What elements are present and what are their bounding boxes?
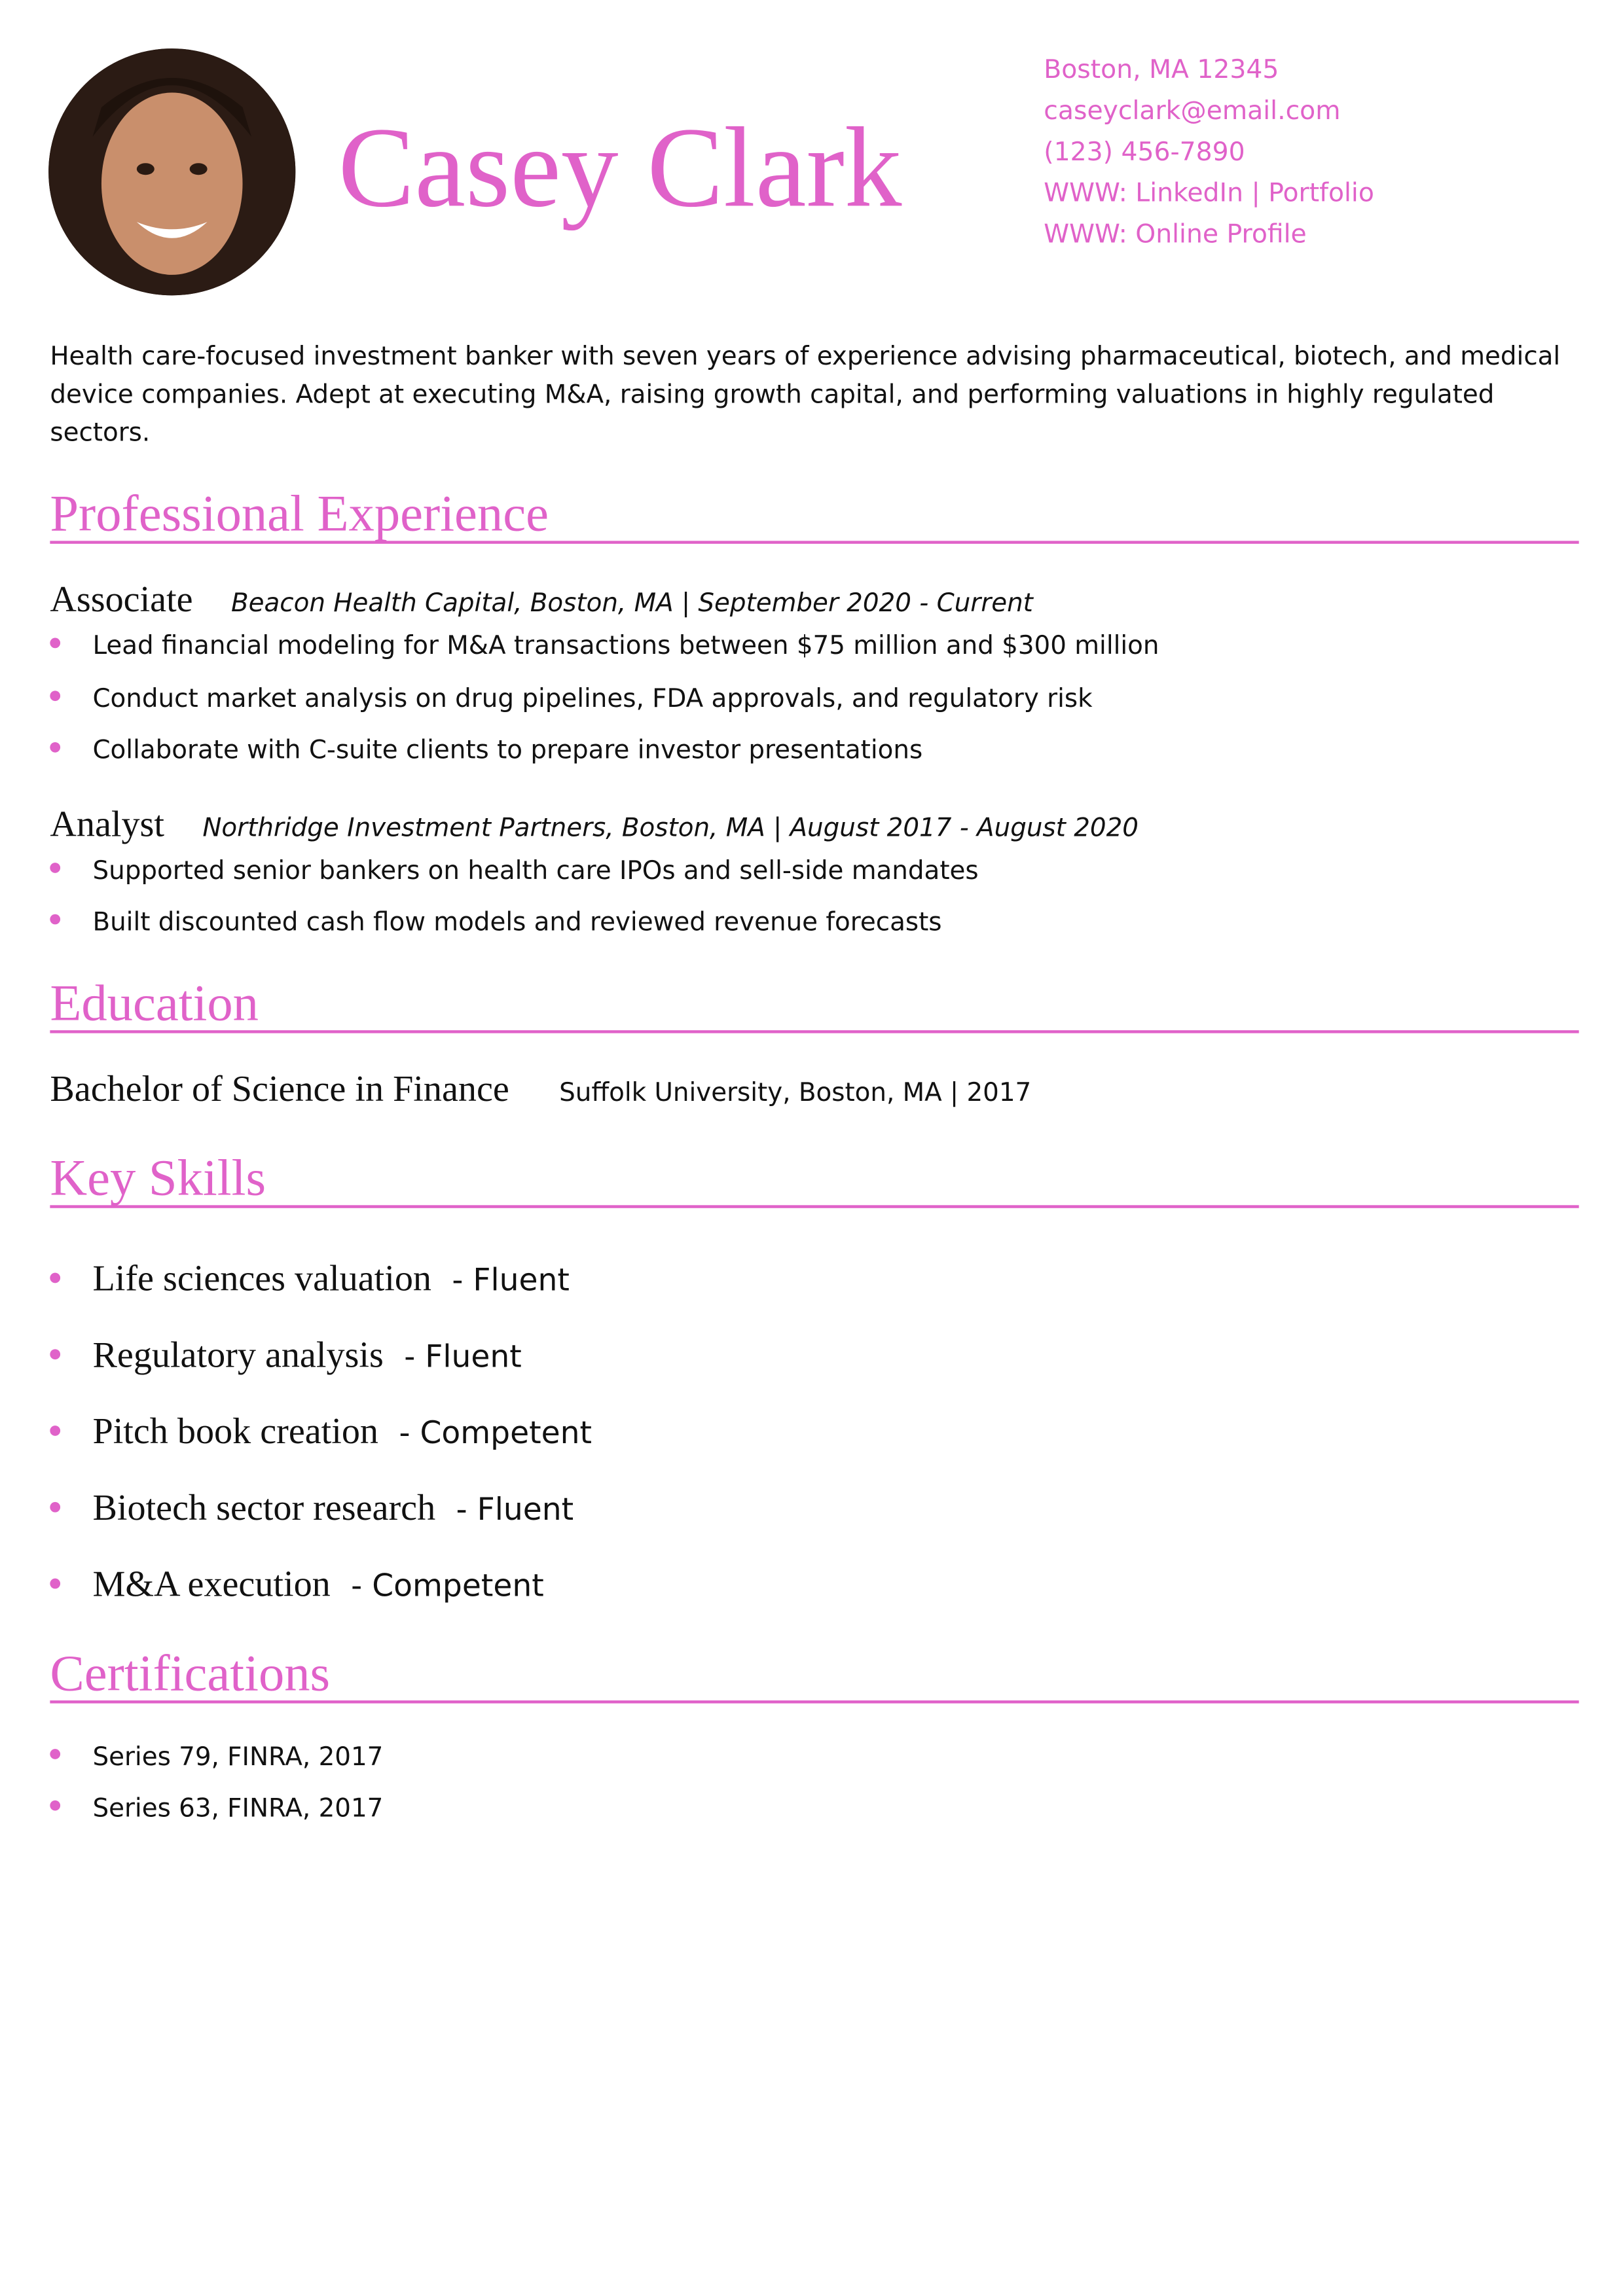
skill-item: Biotech sector research - Fluent <box>50 1487 574 1531</box>
skill-name: Biotech sector research <box>92 1488 436 1529</box>
education-detail: Suffolk University, Boston, MA | 2017 <box>559 1079 1032 1109</box>
skill-item: Pitch book creation - Competent <box>50 1411 592 1455</box>
bullet-icon <box>50 1425 61 1435</box>
job-title: Associate <box>50 580 193 620</box>
skill-name: Regulatory analysis <box>92 1336 384 1376</box>
job-company: Beacon Health Capital <box>230 589 515 619</box>
bullet-text: Lead financial modeling for M&A transact… <box>92 632 1159 662</box>
skill-item: Life sciences valuation - Fluent <box>50 1258 570 1302</box>
summary: Health care-focused investment banker wi… <box>50 342 1561 448</box>
bullet-icon <box>50 741 61 752</box>
bullet-text: Built discounted cash flow models and re… <box>92 908 942 938</box>
job-detail: , Boston, MA | September 2020 - Current <box>514 589 1033 619</box>
candidate-name: Casey Clark <box>338 103 902 231</box>
contact-phone: (123) 456-7890 <box>1044 138 1245 168</box>
divider <box>50 1030 1579 1033</box>
contact-links[interactable]: WWW: LinkedIn | Portfolio <box>1044 179 1374 209</box>
skill-name: M&A execution <box>92 1565 331 1605</box>
contact-address: Boston, MA 12345 <box>1044 56 1279 86</box>
skill-level: - Fluent <box>404 1338 522 1374</box>
bullet-icon <box>50 1272 61 1283</box>
bullet-icon <box>50 1748 61 1759</box>
bullet-text: Supported senior bankers on health care … <box>92 857 979 887</box>
degree: Bachelor of Science in Finance <box>50 1069 509 1110</box>
divider <box>50 1205 1579 1208</box>
section-heading-skills: Key Skills <box>50 1149 266 1207</box>
bullet-icon <box>50 913 61 924</box>
certification-item: Series 79, FINRA, 2017 <box>50 1740 383 1776</box>
bullet-icon <box>50 861 61 872</box>
skill-level: - Fluent <box>456 1492 574 1528</box>
list-item: Supported senior bankers on health care … <box>50 854 979 889</box>
section-heading-education: Education <box>50 974 259 1032</box>
job-header: Associate Beacon Health Capital, Boston, … <box>50 580 1033 623</box>
certification-text: Series 79, FINRA, 2017 <box>92 1743 384 1773</box>
contact-email[interactable]: caseyclark@email.com <box>1044 97 1341 127</box>
skill-level: - Fluent <box>452 1262 570 1298</box>
job-title: Analyst <box>50 805 165 846</box>
section-heading-certifications: Certifications <box>50 1644 331 1702</box>
divider <box>50 541 1579 544</box>
bullet-text: Collaborate with C-suite clients to prep… <box>92 736 923 766</box>
bullet-icon <box>50 1577 61 1588</box>
skill-level: - Competent <box>351 1568 544 1604</box>
bullet-icon <box>50 1799 61 1810</box>
skill-name: Pitch book creation <box>92 1412 379 1452</box>
skill-level: - Competent <box>399 1415 592 1451</box>
divider <box>50 1700 1579 1704</box>
certification-item: Series 63, FINRA, 2017 <box>50 1791 383 1827</box>
list-item: Collaborate with C-suite clients to prep… <box>50 734 922 769</box>
bullet-text: Conduct market analysis on drug pipeline… <box>92 685 1093 715</box>
job-detail: , Boston, MA | August 2017 - August 2020 <box>606 814 1139 844</box>
profile-photo <box>48 48 296 296</box>
list-item: Conduct market analysis on drug pipeline… <box>50 682 1093 717</box>
bullet-icon <box>50 637 61 648</box>
skill-item: M&A execution - Competent <box>50 1564 544 1607</box>
skill-name: Life sciences valuation <box>92 1259 431 1300</box>
bullet-icon <box>50 1348 61 1359</box>
list-item: Lead financial modeling for M&A transact… <box>50 629 1159 664</box>
job-header: Analyst Northridge Investment Partners, B… <box>50 805 1139 848</box>
bullet-icon <box>50 690 61 700</box>
skill-item: Regulatory analysis - Fluent <box>50 1335 522 1378</box>
education-entry: Bachelor of Science in Finance Suffolk Un… <box>50 1071 1031 1113</box>
bullet-icon <box>50 1501 61 1512</box>
job-company: Northridge Investment Partners <box>202 814 606 844</box>
certification-text: Series 63, FINRA, 2017 <box>92 1794 384 1824</box>
list-item: Built discounted cash flow models and re… <box>50 905 942 941</box>
section-heading-experience: Professional Experience <box>50 485 549 543</box>
contact-online-profile[interactable]: WWW: Online Profile <box>1044 220 1307 250</box>
